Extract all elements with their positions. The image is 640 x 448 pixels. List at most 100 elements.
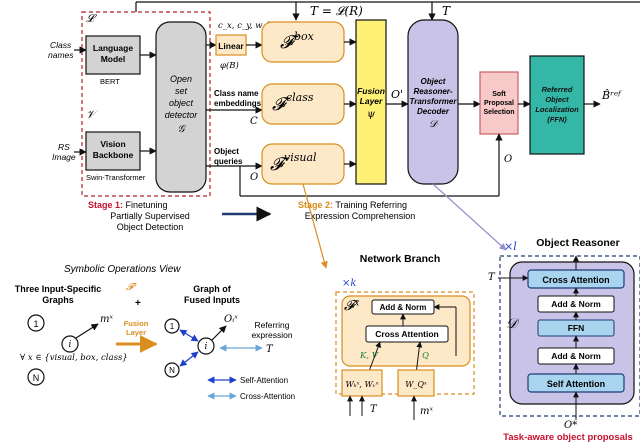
rs-image-label-1: RS [58,142,70,152]
detector-symbol: 𝒢 [177,124,186,135]
symbolic-fusion-2: Layer [126,328,146,337]
detector-line-4: detector [165,110,199,120]
soft-line-3: Selection [483,109,514,116]
nb-cross-attn: Cross Attention [375,329,438,339]
node-N [27,368,45,386]
or-t: T [488,272,496,283]
object-queries-label-1: Object [214,147,239,156]
decoder-line-1: Object [421,77,446,86]
decoder-symbol: 𝒟 [429,119,439,130]
ffn-line-1: Referred [542,85,573,94]
language-model-title-2: Model [101,54,126,64]
t-formula-label: T = 𝓛(R) [310,4,363,18]
b-ref-label: B̂ʳᵉᶠ [601,89,622,102]
linear-label: Linear [218,41,244,51]
l-symbol: 𝓛 [86,12,97,25]
t-label: T [442,4,451,18]
language-model-box [85,35,141,75]
node-N-label: N [33,373,40,383]
fused-node-i-label: i [205,342,208,352]
or-add-norm-2: Add & Norm [551,351,601,361]
fusion-layer-box [355,19,387,185]
or-d: 𝒟 [506,316,520,332]
nb-wkv-box [341,369,383,397]
fusion-symbol: ψ [367,109,375,120]
nb-fx: 𝓕ˣ [344,298,359,314]
f-box-sup: box [294,30,315,43]
or-self-attn: Self Attention [547,379,605,389]
referring-1: Referring [255,320,290,330]
referring-2: expression [251,330,292,340]
fusion-line-1: Fusion [357,86,385,96]
stage1-caption: Stage 1: Finetuning [88,200,168,210]
node-i [61,335,79,353]
fused-node-1-label: 1 [170,322,175,331]
stage1-region [81,11,211,197]
fused-node-1 [164,318,180,334]
symbolic-fusion-1: Fusion [124,319,149,328]
stage2-text-2: Expression Comprehension [305,211,416,221]
ffn-line-4: (FFN) [547,115,567,124]
o-i-label: Oᵢˣ [224,314,238,325]
nb-kv: K, V [359,351,379,361]
stage1-text-1: Finetuning [126,200,168,210]
detector-line-3: object [169,98,194,108]
object-queries-label-2: queries [214,157,243,166]
ffn-line-3: Localization [535,105,579,114]
stage2-caption: Stage 2: Training Referring [298,200,407,210]
times-k-label: ×k [342,278,356,289]
stage2-text-1: Training Referring [335,200,407,210]
nb-add-norm: Add & Norm [380,303,427,312]
cross-attn-legend: Cross-Attention [240,392,295,401]
f-class-sup: class [286,91,314,104]
fusion-out-label: O' [391,88,403,101]
or-ffn: FFN [568,323,585,333]
fusion-line-2: Layer [360,96,383,106]
symbolic-plus: + [135,298,141,309]
times-l-label: ×l [504,240,517,253]
symbolic-title: Symbolic Operations View [64,264,181,275]
nb-m-x: mˣ [420,406,433,417]
symbolic-fx: 𝓕ˣ [126,282,137,293]
decoder-line-3: Transformer [410,97,458,106]
or-caption: Task-aware object proposals [503,432,633,443]
or-add-norm-1: Add & Norm [551,299,601,309]
phi-label: φ(B) [220,60,239,71]
network-branch-title: Network Branch [360,253,441,265]
object-reasoner-dashed [499,255,640,417]
soft-line-2: Proposal [484,100,514,107]
object-reasoner-title: Object Reasoner [536,237,619,249]
stage1-text-3: Object Detection [117,222,184,232]
decoder-line-2: Reasoner- [413,87,452,96]
class-embed-label-1: Class name [214,89,259,98]
nb-t: T [370,404,378,415]
coords-label: c_x, c_y, w, h [218,21,272,31]
detector-line-1: Open [170,74,192,84]
vision-backbone-sub: Swin-Transformer [86,173,146,182]
or-cross-attn: Cross Attention [542,275,609,285]
soft-proposal-box [479,71,519,135]
vision-backbone-box [85,131,141,171]
soft-line-1: Soft [492,91,506,98]
node-i-label: i [69,340,72,350]
graph-fused-2: Fused Inputs [184,295,240,305]
stage1-text-2: Partially Supervised [110,211,190,221]
forall-label: ∀ x ∈ {visual, box, class} [20,353,128,363]
language-model-sub: BERT [100,77,120,86]
nb-wq: W_Qˣ [405,380,427,389]
ffn-box [529,55,585,155]
o-label-visual: O [250,172,258,183]
nb-wq-box [397,369,435,397]
o-bypass-label: O [504,154,512,165]
m-x-label: mˣ [100,314,113,325]
class-names-label-2: names [48,50,74,60]
node-1 [27,314,45,332]
three-graphs-2: Graphs [42,295,74,305]
fused-node-N-label: N [169,366,175,375]
nb-cross-attn-box [365,325,449,343]
c-label: C [250,116,258,127]
class-embed-label-2: embeddings [214,99,262,108]
nb-q: Q [422,351,429,361]
ffn-line-2: Object [545,95,569,104]
